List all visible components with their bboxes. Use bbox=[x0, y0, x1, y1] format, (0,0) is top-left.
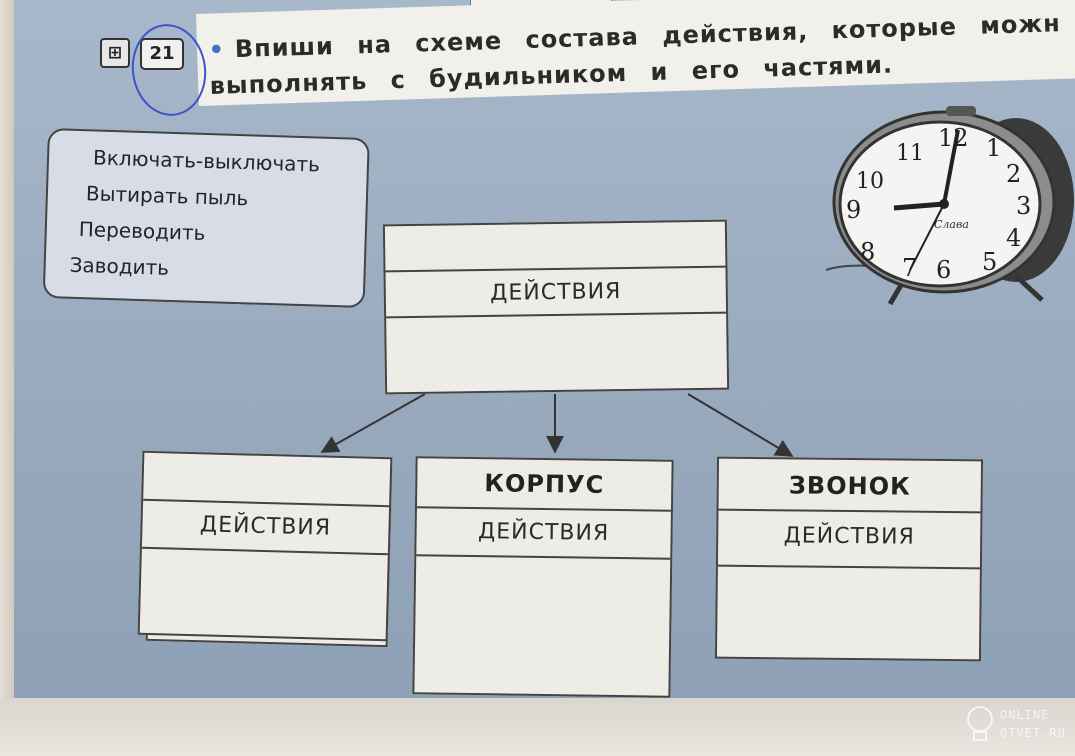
clock-numeral: 3 bbox=[1016, 192, 1031, 220]
clock-numeral: 8 bbox=[860, 238, 875, 266]
arrow-to-left bbox=[320, 393, 426, 453]
page-margin bbox=[0, 0, 14, 756]
alarm-clock-illustration: 12 1 2 3 4 5 6 7 8 9 10 11 Слава bbox=[825, 106, 1074, 306]
bullet-icon: • bbox=[208, 35, 226, 64]
clock-numeral: 2 bbox=[1006, 160, 1021, 188]
case-box: КОРПУС ДЕЙСТВИЯ bbox=[412, 456, 674, 698]
clock-minute-hand bbox=[942, 129, 960, 205]
word-bank-item: Вытирать пыль bbox=[85, 181, 249, 211]
watermark: ONLINE OTVET.RU bbox=[964, 702, 1074, 748]
clock-numeral: 1 bbox=[986, 134, 1001, 162]
bell-title: ЗВОНОК bbox=[788, 471, 911, 501]
word-bank: Включать-выключать Вытирать пыль Перевод… bbox=[42, 128, 370, 309]
task-number: 21 bbox=[140, 38, 184, 70]
clock-numeral: 9 bbox=[846, 196, 861, 224]
watermark-line-1: ONLINE bbox=[1000, 708, 1050, 722]
bell-actions-label: ДЕЙСТВИЯ bbox=[783, 523, 915, 550]
arrow-to-right bbox=[687, 393, 794, 457]
case-title: КОРПУС bbox=[484, 469, 605, 499]
left-box: ДЕЙСТВИЯ bbox=[137, 450, 393, 642]
clock-numeral: 10 bbox=[856, 169, 884, 194]
clock-second-hand bbox=[909, 203, 945, 271]
left-actions-label: ДЕЙСТВИЯ bbox=[199, 512, 332, 541]
clock-numeral: 11 bbox=[896, 141, 924, 166]
house-in-square-icon: ⊞ bbox=[100, 38, 130, 68]
case-actions-label: ДЕЙСТВИЯ bbox=[477, 519, 610, 546]
root-actions-label: ДЕЙСТВИЯ bbox=[490, 279, 622, 306]
watermark-line-2: OTVET.RU bbox=[1000, 726, 1066, 740]
clock-numeral: 7 bbox=[902, 254, 917, 282]
root-box: ДЕЙСТВИЯ bbox=[382, 219, 730, 395]
lightbulb-icon bbox=[967, 706, 993, 741]
clock-numeral: 4 bbox=[1006, 224, 1021, 252]
clock-brand: Слава bbox=[934, 218, 969, 231]
word-bank-item: Переводить bbox=[78, 217, 206, 245]
page-bottom-edge bbox=[0, 698, 1075, 756]
word-bank-item: Включать-выключать bbox=[92, 145, 321, 177]
clock-numeral: 5 bbox=[982, 248, 997, 276]
clock-hour-hand bbox=[893, 201, 945, 211]
word-bank-item: Заводить bbox=[69, 252, 170, 280]
clock-numeral: 6 bbox=[936, 256, 951, 284]
bell-box: ЗВОНОК ДЕЙСТВИЯ bbox=[714, 456, 984, 662]
